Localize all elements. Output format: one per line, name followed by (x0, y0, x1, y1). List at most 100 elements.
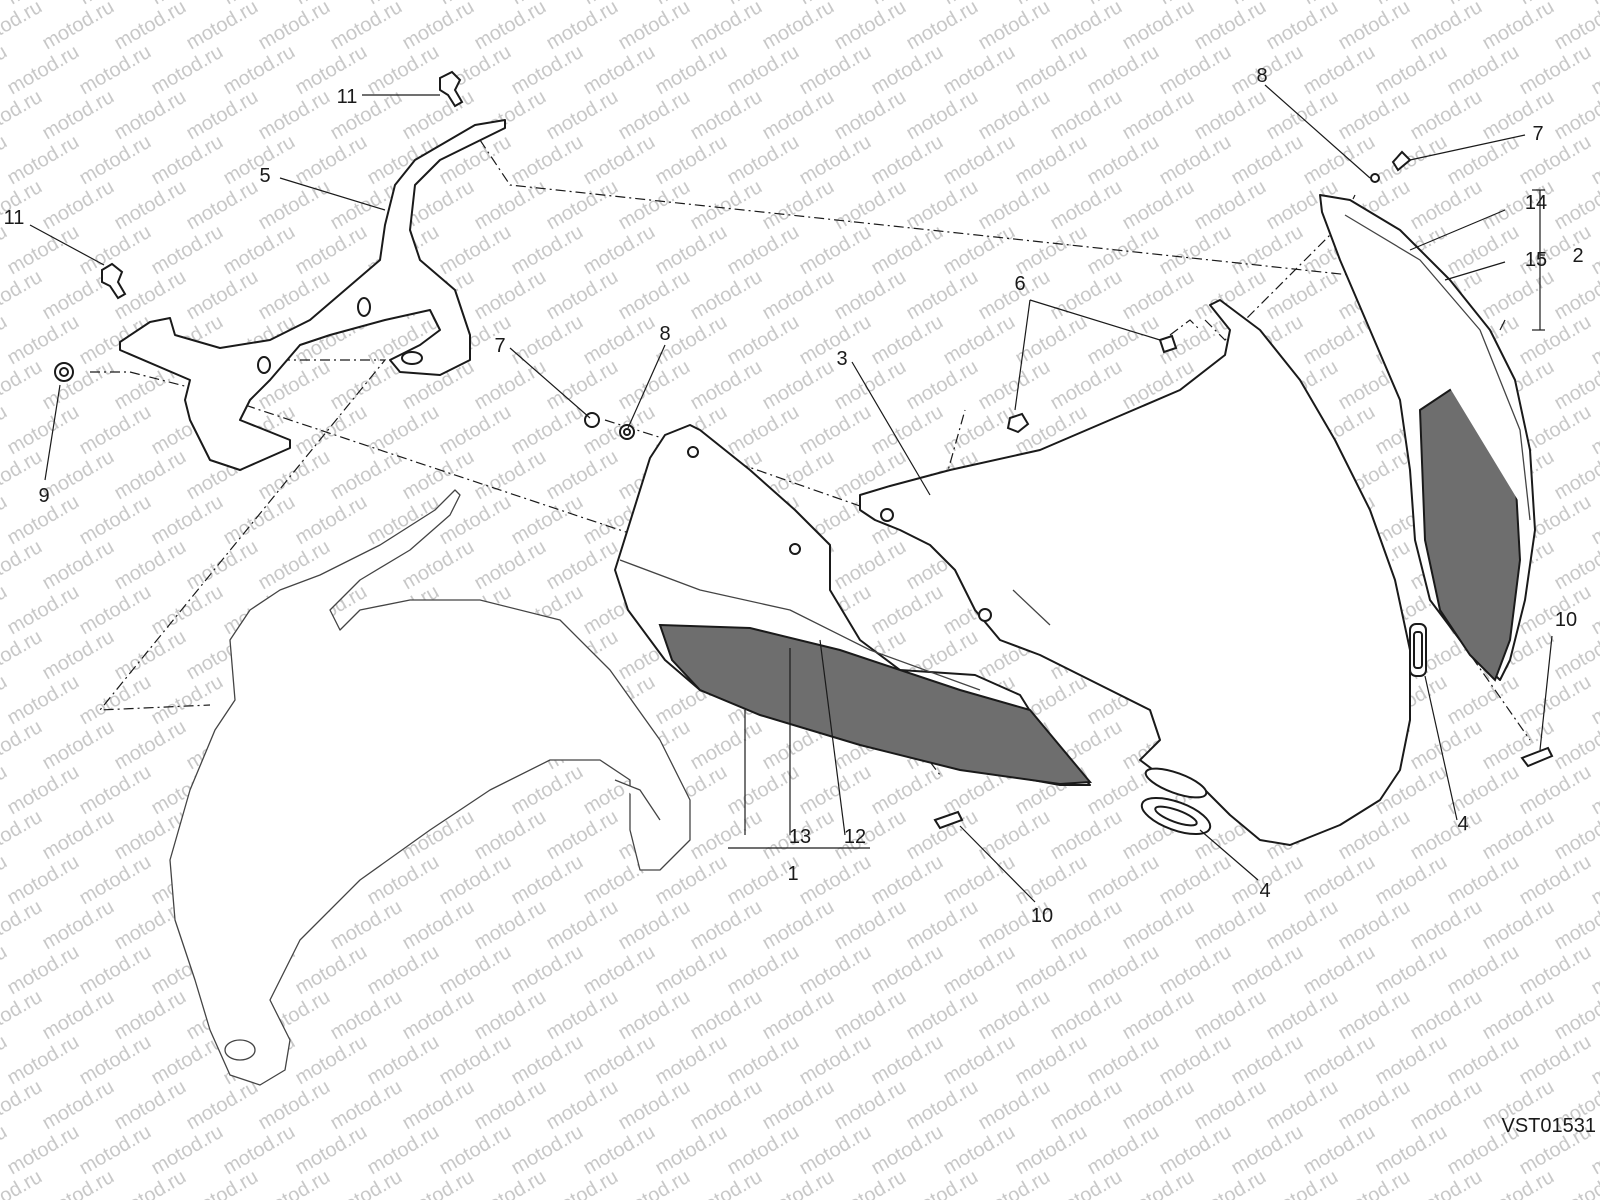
callout-8b: 8 (1256, 65, 1267, 87)
watermark-text: motod.ru (543, 1076, 622, 1135)
watermark-text: motod.ru (580, 41, 659, 100)
watermark-text: motod.ru (148, 131, 227, 190)
watermark-text: motod.ru (39, 176, 118, 235)
watermark-text: motod.ru (436, 1031, 515, 1090)
watermark-text: motod.ru (652, 221, 731, 280)
watermark-text: motod.ru (292, 221, 371, 280)
callout-5: 5 (259, 165, 270, 187)
watermark-text: motod.ru (39, 716, 118, 775)
callout-4b: 4 (1259, 880, 1270, 902)
watermark-text: motod.ru (1156, 1121, 1235, 1180)
watermark-text: motod.ru (759, 356, 838, 415)
frame-outline (169, 489, 691, 1086)
watermark-text: motod.ru (615, 0, 694, 54)
watermark-text: motod.ru (1516, 311, 1595, 370)
watermark-text: motod.ru (903, 176, 982, 235)
watermark-text: motod.ru (292, 1121, 371, 1180)
callout-15: 15 (1525, 249, 1547, 271)
watermark-text: motod.ru (1156, 131, 1235, 190)
watermark-text: motod.ru (1119, 1076, 1198, 1135)
watermark-text: motod.ru (0, 356, 46, 415)
watermark-text: motod.ru (975, 1076, 1054, 1135)
watermark-text: motod.ru (220, 491, 299, 550)
watermark-text: motod.ru (148, 1121, 227, 1180)
watermark-text: motod.ru (4, 851, 83, 910)
watermark-text: motod.ru (111, 446, 190, 505)
watermark-text: motod.ru (4, 941, 83, 1000)
watermark-text: motod.ru (1372, 1031, 1451, 1090)
watermark-text: motod.ru (292, 401, 371, 460)
watermark-text: motod.ru (903, 1166, 982, 1200)
watermark-text: motod.ru (687, 356, 766, 415)
watermark-text: motod.ru (148, 671, 227, 730)
watermark-text: motod.ru (508, 1121, 587, 1180)
side-panel-part-1 (614, 424, 1093, 786)
watermark-text: motod.ru (759, 266, 838, 325)
watermark-text: motod.ru (255, 1166, 334, 1200)
watermark-text: motod.ru (1191, 0, 1270, 54)
watermark-text: motod.ru (868, 311, 947, 370)
watermark-text: motod.ru (1300, 41, 1379, 100)
watermark-text: motod.ru (687, 986, 766, 1045)
watermark-text: motod.ru (1047, 806, 1126, 865)
watermark-text: motod.ru (399, 0, 478, 54)
watermark-text: motod.ru (220, 41, 299, 100)
watermark-text: motod.ru (543, 806, 622, 865)
callout-11a: 11 (337, 86, 358, 108)
watermark-text: motod.ru (1516, 131, 1595, 190)
watermark-text: motod.ru (508, 131, 587, 190)
watermark-text: motod.ru (1444, 131, 1523, 190)
watermark-text: motod.ru (1335, 896, 1414, 955)
watermark-text: motod.ru (1012, 941, 1091, 1000)
watermark-text: motod.ru (868, 851, 947, 910)
watermark-text: motod.ru (111, 86, 190, 145)
callout-13: 13 (789, 826, 811, 848)
watermark-text: motod.ru (1012, 221, 1091, 280)
watermark-text: motod.ru (1156, 941, 1235, 1000)
watermark-text: motod.ru (0, 1076, 46, 1135)
watermark-text: motod.ru (327, 446, 406, 505)
watermark-text: motod.ru (399, 1166, 478, 1200)
watermark-text: motod.ru (580, 941, 659, 1000)
watermark-text: motod.ru (796, 761, 875, 820)
watermark-text: motod.ru (1407, 0, 1486, 54)
watermark-text: motod.ru (1407, 716, 1486, 775)
watermark-text: motod.ru (1407, 86, 1486, 145)
watermark-text: motod.ru (1047, 896, 1126, 955)
watermark-text: motod.ru (0, 806, 46, 865)
watermark-text: motod.ru (1119, 266, 1198, 325)
watermark-text: motod.ru (831, 266, 910, 325)
watermark-text: motod.ru (0, 896, 46, 955)
watermark-text: motod.ru (1516, 941, 1595, 1000)
watermark-text: motod.ru (652, 941, 731, 1000)
watermark-text: motod.ru (1263, 1166, 1342, 1200)
watermark-text: motod.ru (759, 86, 838, 145)
callout-8a: 8 (659, 323, 670, 345)
watermark-text: motod.ru (1444, 1031, 1523, 1090)
watermark-text: motod.ru (1372, 41, 1451, 100)
watermark-text: motod.ru (831, 1076, 910, 1135)
watermark-text: motod.ru (471, 266, 550, 325)
watermark-text: motod.ru (148, 581, 227, 640)
watermark-text: motod.ru (399, 446, 478, 505)
watermark-text: motod.ru (903, 1076, 982, 1135)
callout-6: 6 (1014, 273, 1025, 295)
watermark-text: motod.ru (148, 41, 227, 100)
watermark-text: motod.ru (4, 221, 83, 280)
watermark-text: motod.ru (292, 131, 371, 190)
watermark-text: motod.ru (940, 1031, 1019, 1090)
watermark-text: motod.ru (220, 1121, 299, 1180)
watermark-text: motod.ru (327, 1076, 406, 1135)
watermark-text: motod.ru (1047, 356, 1126, 415)
watermark-text: motod.ru (399, 1076, 478, 1135)
watermark-text: motod.ru (615, 1166, 694, 1200)
watermark-text: motod.ru (1084, 131, 1163, 190)
watermark-text: motod.ru (724, 941, 803, 1000)
watermark-text: motod.ru (1516, 41, 1595, 100)
watermark-text: motod.ru (940, 311, 1019, 370)
watermark-text: motod.ru (1156, 221, 1235, 280)
watermark-text: motod.ru (1588, 761, 1600, 820)
watermark-text: motod.ru (1228, 1121, 1307, 1180)
watermark-text: motod.ru (1047, 1166, 1126, 1200)
watermark-text: motod.ru (292, 1031, 371, 1090)
